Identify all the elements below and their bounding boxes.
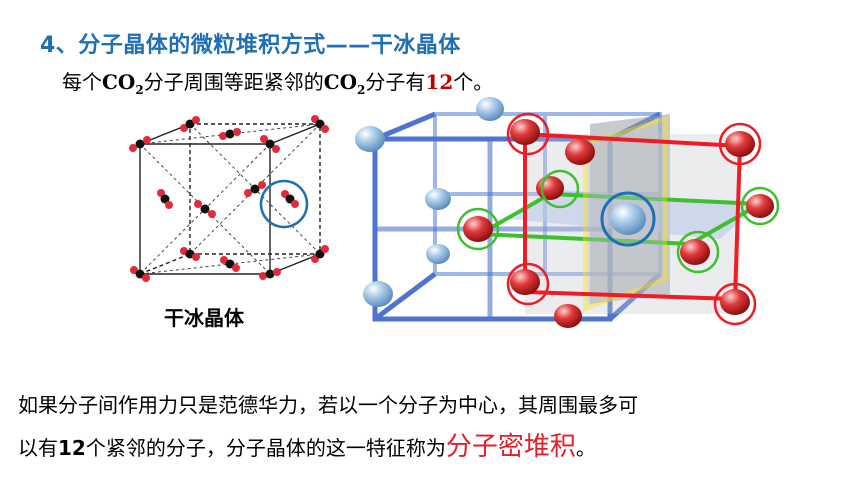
- co2-formula-b: CO2: [323, 70, 366, 97]
- dry-ice-caption: 干冰晶体: [164, 306, 244, 330]
- close-packing-explanation: 如果分子间作用力只是范德华力，若以一个分子为中心，其周围最多可 以有12个紧邻的…: [18, 384, 848, 469]
- close-packing-term: 分子密堆积: [445, 432, 576, 462]
- co2-neighbor-statement: 每个CO2分子周围等距紧邻的CO2分子有12个。: [62, 66, 493, 97]
- explanation-line-1: 如果分子间作用力只是范德华力，若以一个分子为中心，其周围最多可: [18, 393, 638, 417]
- dry-ice-unit-cell-illustration: [129, 115, 329, 282]
- statement-text-3: 分子有: [365, 70, 426, 94]
- statement-text-4: 个。: [453, 70, 494, 94]
- close-packing-illustration: [355, 97, 780, 328]
- highlight-circle: [259, 179, 309, 229]
- central-atom: [610, 203, 646, 235]
- statement-text-1: 每个: [62, 70, 102, 94]
- explanation-count: 12: [58, 436, 86, 460]
- central-atom-ring: [600, 191, 656, 247]
- page-title: 4、分子晶体的微粒堆积方式——干冰晶体: [40, 33, 461, 58]
- co2-formula-a: CO2: [102, 70, 144, 97]
- co2-molecules: [129, 115, 329, 282]
- statement-text-2: 分子周围等距紧邻的: [143, 70, 324, 94]
- neighbor-count: 12: [425, 70, 454, 94]
- highlighted-co2-molecule: [281, 190, 299, 208]
- background-atoms: [355, 97, 646, 307]
- explanation-line-2: 以有12个紧邻的分子，分子晶体的这一特征称为分子密堆积。: [18, 432, 596, 462]
